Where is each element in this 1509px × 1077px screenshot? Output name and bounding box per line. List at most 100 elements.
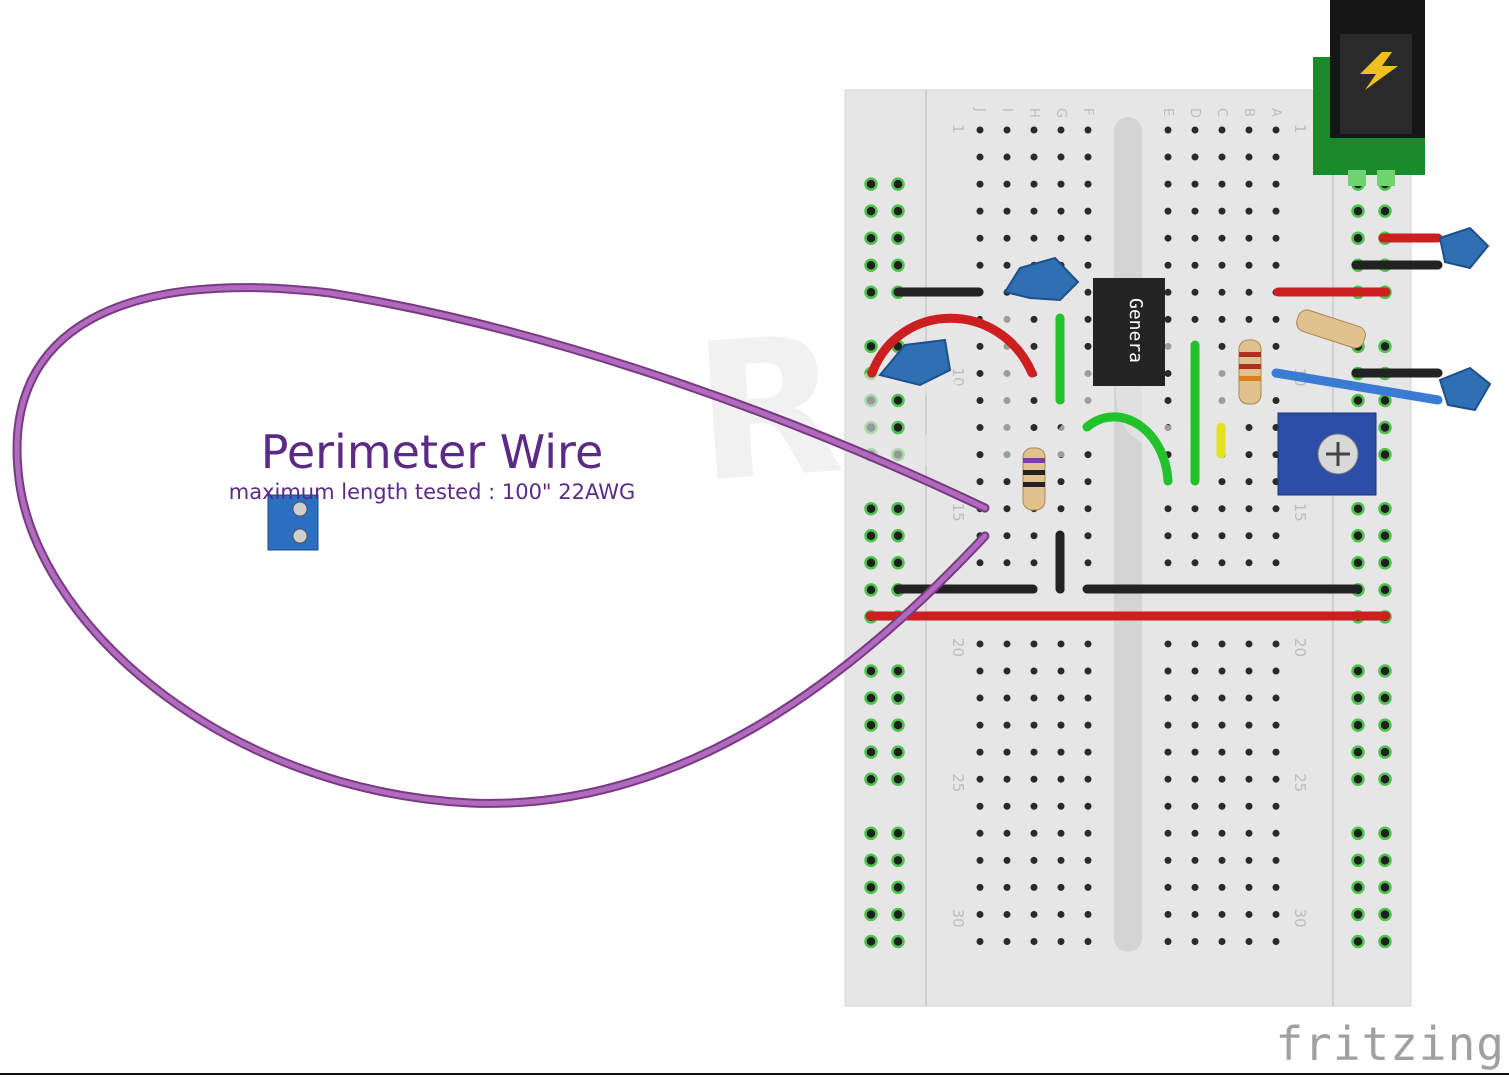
breadboard-hole <box>1191 938 1199 945</box>
breadboard-hole <box>1191 315 1199 323</box>
breadboard-hole <box>1272 207 1280 215</box>
breadboard-hole <box>891 393 905 408</box>
breadboard-hole <box>1218 802 1226 810</box>
breadboard-hole <box>1003 478 1011 486</box>
row-letter: G <box>1053 108 1068 118</box>
breadboard-hole <box>1057 748 1065 756</box>
breadboard-hole <box>891 258 905 272</box>
breadboard-hole <box>1030 775 1038 783</box>
row-letter: F <box>1080 108 1095 115</box>
breadboard-hole <box>1191 180 1199 188</box>
breadboard-hole <box>1084 342 1092 350</box>
breadboard-hole <box>1003 938 1011 945</box>
jumper-wires <box>865 233 1443 621</box>
breadboard-hole <box>1351 501 1365 516</box>
breadboard-hole <box>1245 180 1253 188</box>
center-channel <box>1114 117 1142 952</box>
breadboard-hole <box>1003 505 1011 513</box>
row-letter: J <box>972 107 987 112</box>
breadboard-hole <box>976 342 984 350</box>
breadboard-hole <box>1245 938 1253 945</box>
row-number: 30 <box>949 908 967 927</box>
breadboard-hole <box>1272 342 1280 350</box>
breadboard-hole <box>1245 829 1253 837</box>
breadboard-hole <box>1191 126 1199 134</box>
breadboard-hole <box>1084 775 1092 783</box>
breadboard-hole <box>1003 451 1011 459</box>
breadboard-hole <box>1030 856 1038 864</box>
breadboard-hole <box>976 478 984 486</box>
breadboard-hole <box>891 718 905 732</box>
breadboard-hole <box>1218 640 1226 648</box>
capacitors <box>878 226 1492 412</box>
breadboard-hole <box>976 424 984 432</box>
breadboard-hole <box>1057 775 1065 783</box>
breadboard-hole <box>1003 369 1011 377</box>
breadboard-hole <box>1378 583 1392 597</box>
breadboard-hole <box>1272 397 1280 404</box>
breadboard-hole <box>1030 559 1038 567</box>
breadboard-hole <box>1191 883 1199 891</box>
breadboard-hole <box>1245 721 1253 729</box>
breadboard-hole <box>1218 180 1226 188</box>
breadboard-hole <box>1351 826 1365 841</box>
breadboard-hole <box>1218 721 1226 729</box>
breadboard-hole <box>891 934 905 949</box>
breadboard-hole <box>1191 775 1199 783</box>
diagram-title: Perimeter Wire <box>260 425 604 479</box>
breadboard-hole <box>1191 640 1199 648</box>
breadboard-hole <box>1351 664 1365 678</box>
breadboard-hole <box>1218 153 1226 161</box>
breadboard-hole <box>1084 261 1092 269</box>
breadboard-hole <box>1218 478 1226 486</box>
breadboard-hole <box>891 691 905 705</box>
breadboard-hole <box>1245 559 1253 567</box>
breadboard-hole <box>976 261 984 269</box>
breadboard-hole <box>1164 315 1172 323</box>
breadboard-hole <box>1191 559 1199 567</box>
breadboard-hole <box>1272 559 1280 567</box>
breadboard-hole <box>1003 234 1011 242</box>
breadboard-hole <box>1003 721 1011 729</box>
breadboard-hole <box>1030 207 1038 215</box>
row-number: 20 <box>949 638 967 657</box>
breadboard-hole <box>1218 288 1226 296</box>
breadboard-hole <box>891 745 905 759</box>
breadboard-hole <box>1084 856 1092 864</box>
row-letter: C <box>1214 108 1229 117</box>
breadboard-hole <box>891 420 905 435</box>
row-number: 10 <box>949 367 967 386</box>
breadboard-hole <box>1057 829 1065 837</box>
breadboard-hole <box>976 938 984 945</box>
breadboard-hole <box>1084 505 1092 513</box>
breadboard-hole <box>1084 315 1092 323</box>
breadboard-hole <box>976 721 984 729</box>
row-number: 25 <box>949 773 967 792</box>
breadboard-hole <box>1245 505 1253 513</box>
breadboard-hole <box>1003 424 1011 432</box>
breadboard-hole <box>1030 910 1038 918</box>
breadboard-hole <box>1191 694 1199 702</box>
breadboard-hole <box>1164 802 1172 810</box>
breadboard-hole <box>1351 393 1365 408</box>
breadboard-hole <box>1218 748 1226 756</box>
breadboard-hole <box>1084 559 1092 567</box>
breadboard-hole <box>891 556 905 570</box>
breadboard-hole <box>1245 207 1253 215</box>
breadboard-hole <box>1003 207 1011 215</box>
breadboard-hole <box>1164 505 1172 513</box>
breadboard-hole <box>1057 153 1065 161</box>
diagram-subtitle: maximum length tested : 100" 22AWG <box>228 480 636 504</box>
breadboard-hole <box>864 664 878 678</box>
breadboard-hole <box>1164 342 1172 350</box>
breadboard-hole <box>1218 883 1226 891</box>
breadboard-hole <box>1164 397 1172 404</box>
breadboard-hole <box>1218 775 1226 783</box>
breadboard-hole <box>1030 748 1038 756</box>
breadboard-hole <box>1030 883 1038 891</box>
breadboard-hole <box>976 829 984 837</box>
breadboard-hole <box>1084 288 1092 296</box>
breadboard-hole <box>1164 640 1172 648</box>
breadboard-hole <box>1164 532 1172 540</box>
breadboard-hole <box>1057 478 1065 486</box>
